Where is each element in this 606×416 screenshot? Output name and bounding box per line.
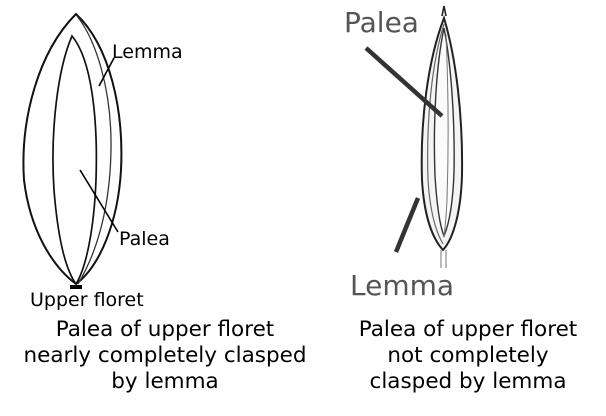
right-caption-line: Palea of upper floret (330, 317, 606, 343)
tip (442, 6, 446, 16)
right-panel: Palea Lemma Palea of upper floret not co… (330, 0, 606, 416)
lemma-label: Lemma (112, 43, 183, 62)
right-caption-line: not completely (330, 343, 606, 369)
palea-leader-line (80, 170, 118, 232)
stalk (441, 250, 446, 268)
lemma-label: Lemma (350, 272, 454, 300)
palea-label: Palea (119, 230, 170, 249)
lemma-inner-edge (77, 16, 111, 284)
palea-label: Palea (344, 9, 419, 37)
lemma-palea-drawing-right (330, 0, 606, 300)
left-caption-line: nearly completely clasped (0, 343, 330, 369)
lemma-outline (23, 14, 121, 284)
left-caption: Palea of upper floret nearly completely … (0, 317, 330, 395)
lemma-leader-line (396, 198, 418, 252)
right-caption: Palea of upper floret not completely cla… (330, 317, 606, 395)
left-caption-line: by lemma (0, 369, 330, 395)
palea-outline (53, 36, 96, 284)
upper-floret-label: Upper floret (30, 291, 144, 310)
left-panel: Lemma Palea Upper floret Palea of upper … (0, 0, 330, 416)
left-caption-line: Palea of upper floret (0, 317, 330, 343)
right-caption-line: clasped by lemma (330, 369, 606, 395)
